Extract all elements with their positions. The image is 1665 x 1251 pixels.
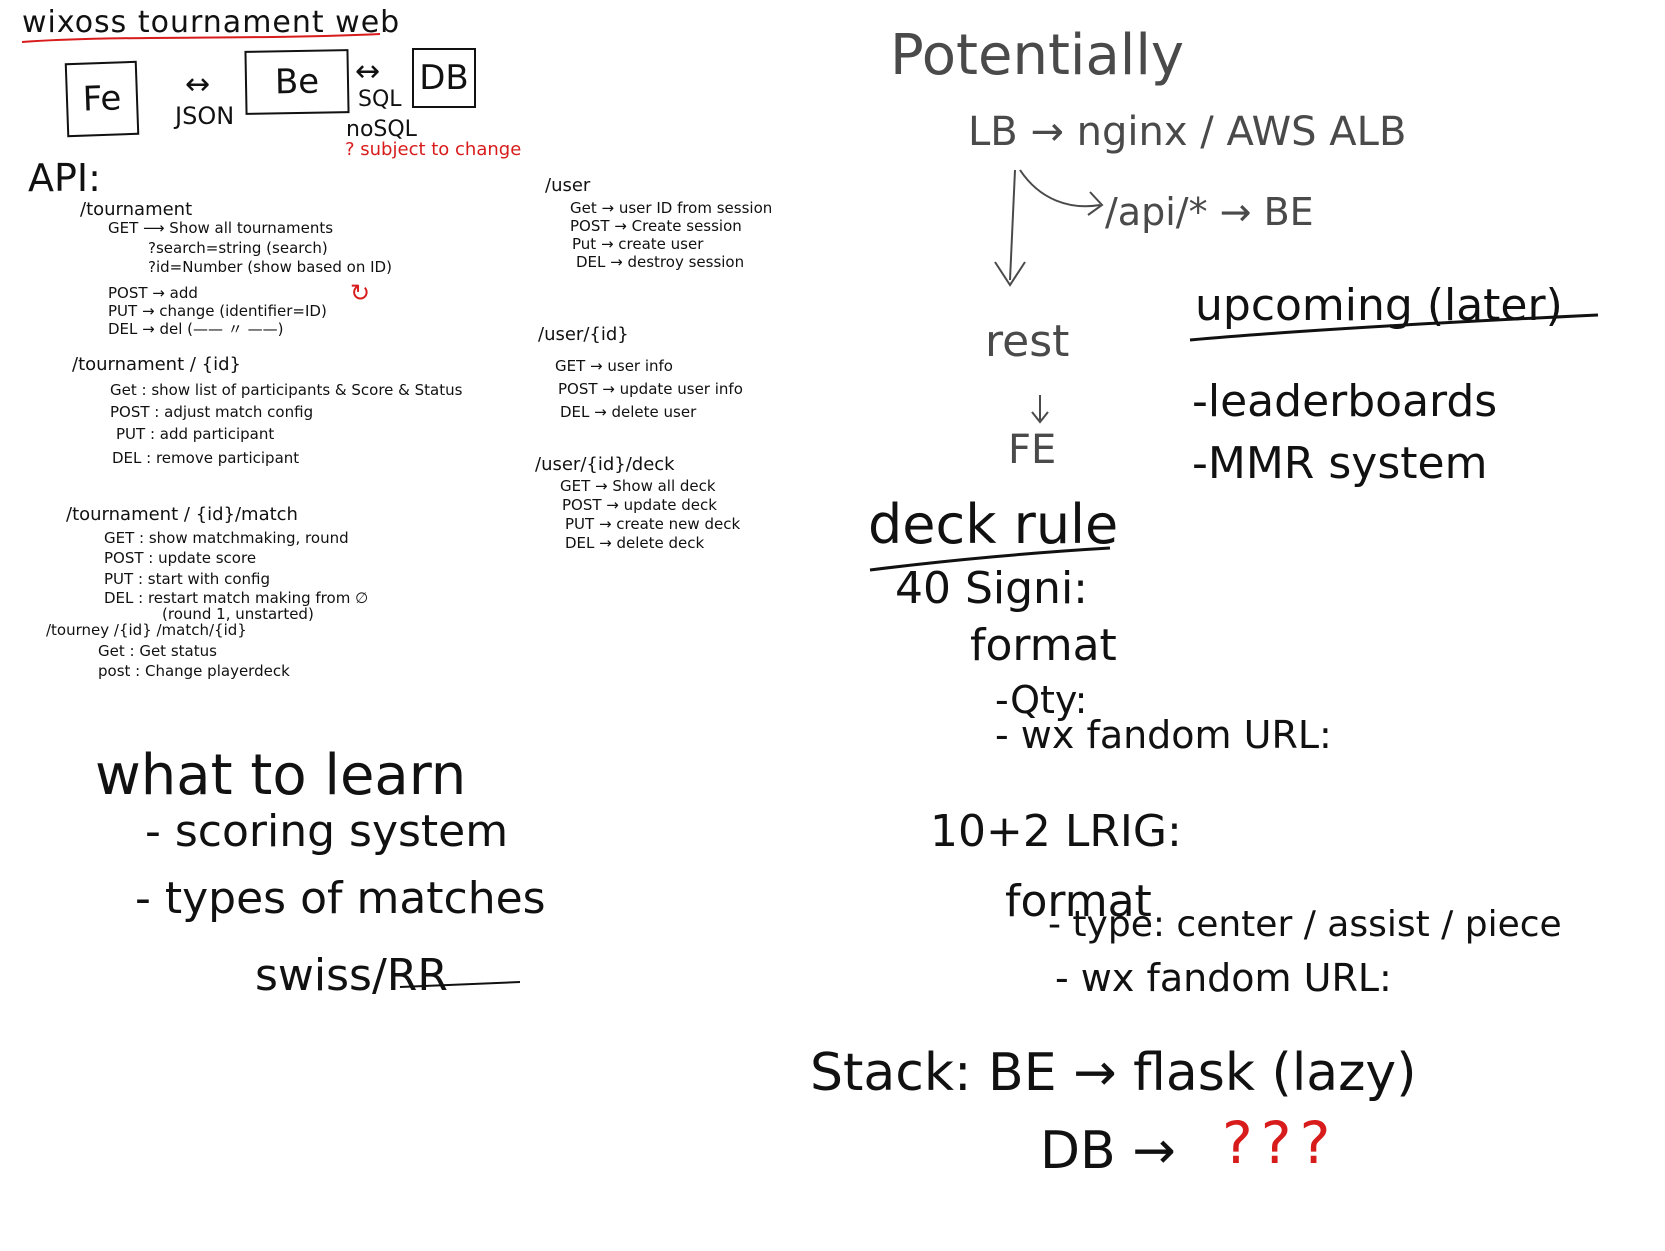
tournament-line: POST → add [108,284,198,302]
format-label-1: format [970,620,1117,671]
api-route-line: /api/* → BE [1105,190,1314,234]
signi-count: 40 Signi: [895,563,1088,614]
user-id-line: DEL → delete user [560,403,697,421]
sql-label: SQL [358,87,402,112]
be-box: Be [244,49,350,115]
tournament-id-line: PUT : add participant [116,425,275,443]
user-id-line: GET → user info [555,357,673,375]
fe-label-right: FE [1008,427,1057,473]
upcoming-title: upcoming (later) [1195,280,1563,331]
user-line: Get → user ID from session [570,199,773,217]
tournament-line: ?search=string (search) [148,239,328,257]
upcoming-item: -MMR system [1192,438,1488,489]
tournament-id-line: Get : show list of participants & Score … [110,381,463,399]
page-title: wixoss tournament web [22,5,401,40]
learn-item: - types of matches [135,873,546,924]
tournament-match-line: PUT : start with config [104,570,270,588]
deck-rule-title: deck rule [868,493,1119,556]
db-box: DB [412,48,476,108]
tournament-line: ?id=Number (show based on ID) [148,258,392,276]
lrig-count: 10+2 LRIG: [930,806,1182,857]
tourney-match-id-line: post : Change playerdeck [98,662,290,680]
tournament-line: DEL → del (—— 〃 ——) [108,320,284,338]
user-path: /user [545,175,591,196]
tournament-match-path: /tournament / {id}/match [66,504,298,525]
tournament-path: /tournament [80,199,193,220]
type-field: - type: center / assist / piece [1048,904,1562,945]
potentially-title: Potentially [890,23,1185,88]
tourney-match-id-path: /tourney /{id} /match/{id} [46,621,247,639]
learn-item: - scoring system [145,806,509,857]
format-label-2: format [1005,876,1152,927]
learn-item: swiss/RR [255,950,448,1001]
user-id-line: POST → update user info [558,380,743,398]
tournament-match-line: DEL : restart match making from ∅ [104,589,369,607]
user-line: Put → create user [572,235,704,253]
refresh-mark-icon: ↻ [350,279,371,307]
user-deck-line: GET → Show all deck [560,477,716,495]
be-db-arrow: ↔ [355,54,381,89]
nosql-label: noSQL [346,117,417,142]
tourney-match-id-line: Get : Get status [98,642,217,660]
stack-db-line: DB → [1040,1121,1176,1181]
subject-to-change-note: ? subject to change [345,139,522,160]
user-deck-path: /user/{id}/deck [535,454,675,475]
tournament-id-line: DEL : remove participant [112,449,300,467]
tournament-match-line: GET : show matchmaking, round [104,529,349,547]
tournament-match-line: (round 1, unstarted) [162,605,314,623]
api-heading: API: [28,156,101,200]
user-deck-line: DEL → delete deck [565,534,705,552]
tournament-id-path: /tournament / {id} [72,354,241,375]
be-label: Be [274,61,320,103]
db-unknown-marks: ??? [1222,1109,1339,1177]
user-id-path: /user/{id} [538,324,629,345]
tournament-line: GET ⟶ Show all tournaments [108,219,334,237]
upcoming-item: -leaderboards [1192,376,1498,427]
user-deck-line: POST → update deck [562,496,717,514]
url-field-2: - wx fandom URL: [1055,956,1392,1000]
learn-title: what to learn [95,743,467,808]
user-deck-line: PUT → create new deck [565,515,741,533]
fe-label: Fe [82,78,122,120]
json-label: JSON [175,102,235,130]
qty-field: -Qty: [995,678,1088,722]
rest-label: rest [985,316,1070,367]
fe-be-arrow: ↔ [185,67,211,102]
user-line: DEL → destroy session [576,253,745,271]
lb-line: LB → nginx / AWS ALB [968,109,1407,155]
url-field-1: - wx fandom URL: [995,713,1332,757]
stack-be-line: Stack: BE → flask (lazy) [810,1043,1417,1103]
tournament-id-line: POST : adjust match config [110,403,314,421]
tournament-match-line: POST : update score [104,549,257,567]
user-line: POST → Create session [570,217,742,235]
fe-box: Fe [64,60,140,138]
db-label: DB [419,58,469,98]
tournament-line: PUT → change (identifier=ID) [108,302,327,320]
